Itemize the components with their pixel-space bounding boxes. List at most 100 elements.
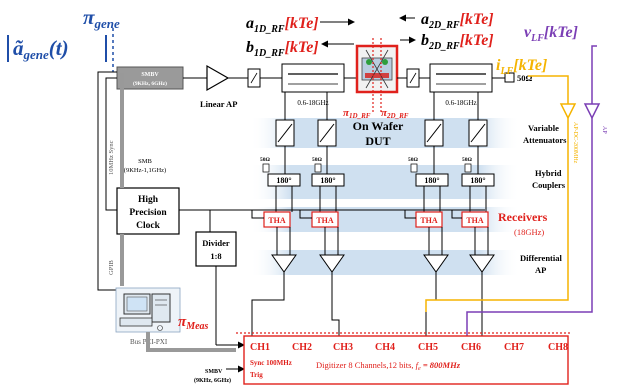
dut-probe-icon xyxy=(366,59,372,65)
variable-attenuator xyxy=(468,119,488,147)
pci-bus-line xyxy=(146,332,236,352)
hpc-label-3: Clock xyxy=(136,221,160,231)
svg-text:THA: THA xyxy=(420,216,438,225)
high-precision-clock xyxy=(116,187,180,235)
smbv-bottom-label-2: (9KHz, 6GHz) xyxy=(194,377,231,384)
v-lf-label: vLF[kTe] xyxy=(524,24,578,44)
directional-coupler-right xyxy=(429,63,493,93)
svg-text:180°: 180° xyxy=(320,176,335,185)
out-line-ch3 xyxy=(331,272,340,340)
svg-text:THA: THA xyxy=(268,216,286,225)
svg-text:THA: THA xyxy=(466,216,484,225)
sync-10mhz-label: 10MHz Sync xyxy=(108,140,115,175)
gpib-bar xyxy=(120,234,124,286)
resistor-50: 50Ω xyxy=(260,157,271,173)
svg-text:180°: 180° xyxy=(470,176,485,185)
digitizer-channel-7: CH7 xyxy=(504,342,524,353)
diff-ap-triangle xyxy=(469,254,495,273)
smbv-top-title: SMBV xyxy=(141,72,159,78)
hpc-label-2: Precision xyxy=(129,208,167,218)
i-lf-label: iLF[kTe] xyxy=(496,57,547,77)
computer-icon xyxy=(115,287,181,333)
divider-label-2: 1:8 xyxy=(210,251,221,261)
svg-text:50Ω: 50Ω xyxy=(312,157,323,163)
dut-probe-icon xyxy=(382,59,388,65)
linear-ap-label: Linear AP xyxy=(200,99,237,109)
resistor-50: 50Ω xyxy=(462,157,473,173)
receivers-label: Receivers xyxy=(498,210,548,224)
smb-label-2: (9KHz-1,1GHz) xyxy=(124,167,166,174)
tha-block: THA xyxy=(415,211,443,228)
tha-block: THA xyxy=(311,211,339,228)
directional-coupler-left xyxy=(281,63,345,93)
v-lf-line xyxy=(591,45,597,104)
variable-attenuator xyxy=(317,119,337,147)
ap-right-label: AP xyxy=(601,126,607,134)
gpib-label: GPIB xyxy=(108,260,115,275)
divider-box xyxy=(195,231,237,267)
digitizer-channel-1: CH1 xyxy=(250,342,270,353)
dut-probe-needle xyxy=(365,49,389,89)
diff-ap-triangle xyxy=(423,254,449,273)
svg-text:THA: THA xyxy=(316,216,334,225)
diff-ap-label-2: AP xyxy=(535,265,546,275)
pi-2d-label: π2D_RF xyxy=(381,107,409,120)
dut-pad-icon xyxy=(365,73,389,78)
out-line-ch5 xyxy=(425,272,437,340)
i-lf-route xyxy=(425,118,569,312)
clock-tap xyxy=(451,210,462,219)
v-lf-route xyxy=(466,118,593,340)
sync-bar xyxy=(120,73,124,188)
b2d-label: b2D_RF[kTe] xyxy=(421,32,494,52)
b1d-label: b1D_RF[kTe] xyxy=(246,39,319,59)
a2d-label: a2D_RF[kTe] xyxy=(421,11,494,31)
digitizer-box xyxy=(243,335,569,385)
clock-loop-line xyxy=(105,77,117,211)
digitizer-channel-3: CH3 xyxy=(333,342,353,353)
diff-ap-label-1: Differential xyxy=(520,253,562,263)
tha-block: THA xyxy=(461,211,489,228)
pi-meas-label: πMeas xyxy=(178,314,209,332)
hpc-label-1: High xyxy=(138,195,159,205)
pi-1d-label: π1D_RF xyxy=(343,107,371,120)
svg-text:50Ω: 50Ω xyxy=(408,157,419,163)
resistor-50: 50Ω xyxy=(312,157,323,173)
clock-tap xyxy=(404,210,416,219)
tha-block: THA xyxy=(263,211,291,228)
diff-ap-triangle xyxy=(319,254,345,273)
var-att-label-2: Attenuators xyxy=(523,135,567,145)
clock-tap xyxy=(251,210,264,219)
hybrid-coupler: 180° xyxy=(267,173,301,187)
freq-right-label: 0.6-18GHz xyxy=(445,99,476,107)
smb-label-1: SMB xyxy=(138,158,152,165)
digitizer-channel-4: CH4 xyxy=(375,342,395,353)
var-att-label-1: Variable xyxy=(528,123,559,133)
digitizer-channel-5: CH5 xyxy=(418,342,438,353)
diff-ap-triangle xyxy=(271,254,297,273)
divider-label-1: Divider xyxy=(202,238,230,248)
dut-label: DUT xyxy=(365,134,390,148)
load-50-label: 50Ω xyxy=(517,73,533,83)
svg-text:180°: 180° xyxy=(424,176,439,185)
variable-attenuator xyxy=(424,119,444,147)
digitizer-channel-6: CH6 xyxy=(461,342,481,353)
receivers-freq-label: (18GHz) xyxy=(514,227,544,237)
switch-right-mark xyxy=(409,72,417,84)
svg-text:50Ω: 50Ω xyxy=(462,157,473,163)
hybrid-label-1: Hybrid xyxy=(535,168,562,178)
hybrid-coupler: 180° xyxy=(415,173,449,187)
svg-text:50Ω: 50Ω xyxy=(260,157,271,163)
lf-ap-triangle-orange xyxy=(559,103,577,120)
smbv-bottom-label-1: SMBV xyxy=(205,369,223,375)
wafer-label: On Wafer xyxy=(353,119,404,133)
ap-lf-label: AP-DC-200MHz xyxy=(572,122,578,164)
lf-ap-triangle-purple xyxy=(583,103,601,120)
a-gene-label: ãgene(t) xyxy=(13,36,69,62)
out-line-ch1 xyxy=(251,272,285,340)
digitizer-trig-label: Trig xyxy=(250,371,263,379)
i-lf-line xyxy=(528,75,569,104)
hybrid-coupler: 180° xyxy=(461,173,495,187)
digitizer-sync-label: Sync 100MHz xyxy=(250,359,292,367)
pi-gene-label: πgene xyxy=(83,5,120,31)
